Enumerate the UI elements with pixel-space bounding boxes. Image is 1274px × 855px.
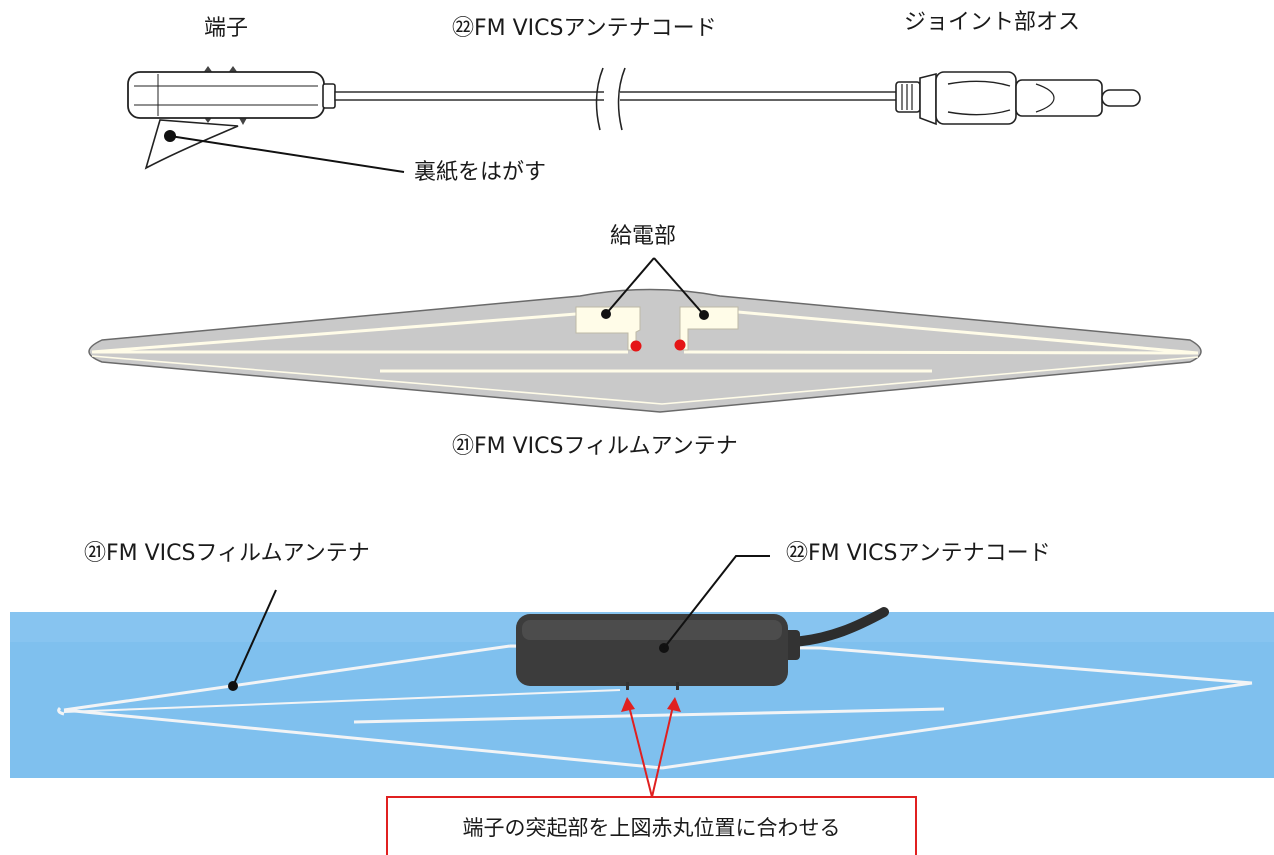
- terminal-protrusion-left: [626, 682, 629, 690]
- peel-leader-line: [169, 135, 405, 173]
- instruction-text: 端子の突起部を上図赤丸位置に合わせる: [462, 815, 841, 840]
- cord-label-photo: ㉒FM VICSアンテナコード: [786, 541, 1051, 566]
- terminal-strain-relief: [322, 83, 336, 109]
- photo-cord-leader-line: [663, 555, 770, 649]
- photo-film-leader-line: [232, 589, 277, 687]
- photo-cable: [785, 607, 889, 647]
- antenna-cord-illustration: [127, 66, 1141, 173]
- feed-dot-right: [674, 339, 686, 351]
- element-outline-bottom: [91, 355, 1199, 405]
- terminal-body: [127, 71, 325, 119]
- element-left-top: [91, 312, 577, 354]
- element-right-bottom: [683, 350, 1199, 355]
- terminal-label: 端子: [204, 16, 249, 41]
- film-antenna-illustration: [88, 257, 1202, 413]
- feed-leader-dot-left: [601, 309, 611, 319]
- feed-leader-dot-right: [699, 310, 709, 320]
- arrowhead-right: [667, 697, 681, 712]
- terminal-protrusion-right: [676, 682, 679, 690]
- cord-right: [618, 91, 900, 101]
- feed-point-label: 給電部: [610, 224, 677, 249]
- peel-backing-label: 裏紙をはがす: [414, 160, 547, 185]
- installation-photo: [10, 555, 1274, 778]
- joint-male-label: ジョイント部オス: [904, 10, 1081, 35]
- cord-break-mark-right: [617, 67, 626, 131]
- feed-dot-left: [630, 340, 642, 352]
- arrowhead-left: [621, 697, 635, 712]
- element-right-top: [737, 310, 1199, 355]
- photo-film-outline: [63, 644, 1253, 770]
- instruction-callout: 端子の突起部を上図赤丸位置に合わせる: [386, 796, 917, 855]
- film-antenna-label-mid: ㉑FM VICSフィルムアンテナ: [452, 434, 738, 459]
- cord-left: [334, 91, 606, 101]
- joint-connector-male: [895, 71, 1141, 126]
- alignment-arrows: [621, 697, 681, 798]
- film-antenna-label-photo: ㉑FM VICSフィルムアンテナ: [84, 541, 370, 566]
- cord-break-mark-left: [595, 67, 604, 131]
- cord-label-top: ㉒FM VICSアンテナコード: [452, 16, 717, 41]
